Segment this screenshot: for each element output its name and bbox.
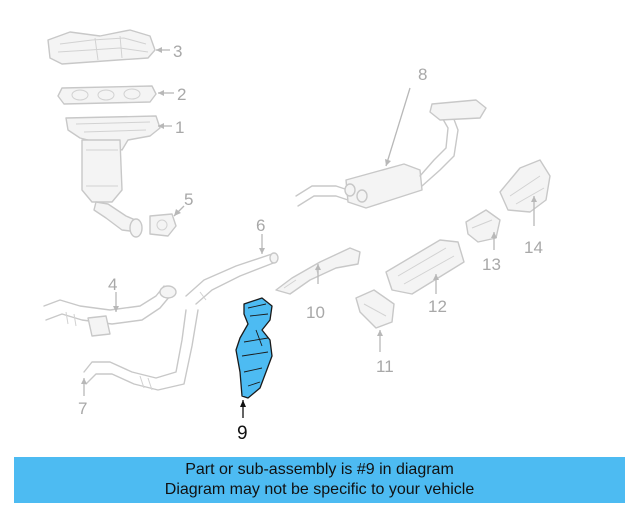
part-12-resonator[interactable] — [385, 239, 465, 295]
callout-14: 14 — [524, 196, 543, 257]
part-7-lower-pipe[interactable] — [83, 309, 199, 391]
part-6-intermediate-pipe[interactable] — [185, 252, 279, 305]
callout-12: 12 — [428, 274, 447, 316]
svg-text:2: 2 — [177, 85, 186, 104]
part-3-heat-shield[interactable] — [47, 29, 156, 65]
callout-4: 4 — [108, 275, 119, 312]
svg-text:3: 3 — [173, 42, 182, 61]
part-9-heat-shield-highlighted[interactable] — [235, 297, 273, 399]
svg-text:9: 9 — [237, 423, 248, 444]
info-banner: Part or sub-assembly is #9 in diagram Di… — [14, 457, 625, 503]
svg-text:1: 1 — [175, 118, 184, 137]
callout-13: 13 — [482, 232, 501, 274]
callout-3: 3 — [156, 42, 182, 61]
svg-text:8: 8 — [418, 65, 427, 84]
part-5-gasket[interactable] — [149, 213, 177, 237]
callout-2: 2 — [158, 85, 186, 104]
part-2-gasket[interactable] — [57, 85, 157, 105]
callout-10: 10 — [306, 264, 325, 322]
part-1-manifold-converter[interactable] — [65, 115, 161, 238]
exhaust-parts-diagram: 3 2 1 5 — [43, 29, 551, 444]
callout-9: 9 — [237, 400, 248, 444]
svg-text:12: 12 — [428, 297, 447, 316]
banner-line-2: Diagram may not be specific to your vehi… — [164, 481, 475, 498]
svg-text:14: 14 — [524, 238, 543, 257]
svg-text:13: 13 — [482, 255, 501, 274]
svg-text:7: 7 — [78, 399, 87, 418]
svg-text:4: 4 — [108, 275, 117, 294]
callout-6: 6 — [256, 216, 265, 254]
svg-text:11: 11 — [376, 357, 394, 376]
svg-text:5: 5 — [184, 190, 193, 209]
banner-line-1: Part or sub-assembly is #9 in diagram — [185, 461, 454, 478]
callout-11: 11 — [376, 330, 394, 376]
part-8-muffler[interactable] — [295, 99, 487, 209]
part-4-front-pipe[interactable] — [43, 285, 177, 337]
callout-8: 8 — [385, 65, 427, 167]
callout-1: 1 — [158, 118, 184, 137]
part-14-shield[interactable] — [499, 159, 551, 213]
svg-text:6: 6 — [256, 216, 265, 235]
callout-5: 5 — [173, 190, 193, 217]
callout-7: 7 — [78, 378, 87, 418]
part-11-bracket[interactable] — [355, 289, 395, 329]
svg-text:10: 10 — [306, 303, 325, 322]
